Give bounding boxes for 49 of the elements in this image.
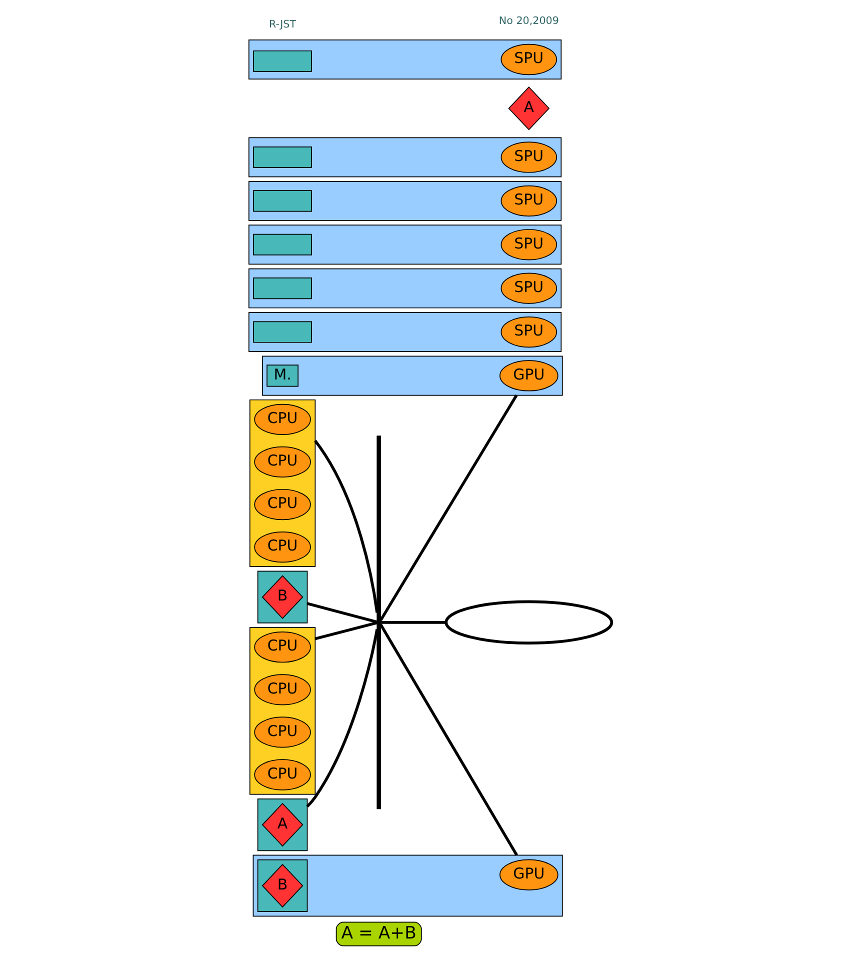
node-box: A = A+B xyxy=(336,922,422,946)
connector xyxy=(314,440,379,613)
node-ellipse: SPU xyxy=(500,316,558,348)
node-box xyxy=(253,234,312,256)
node-ellipse: CPU xyxy=(254,488,311,520)
connector xyxy=(379,624,518,856)
connector xyxy=(306,602,378,624)
node-diamond: A xyxy=(508,86,550,130)
node-ellipse: CPU xyxy=(254,532,311,563)
node-ellipse: CPU xyxy=(254,674,311,706)
cluster xyxy=(248,224,562,265)
node-ellipse xyxy=(444,600,614,645)
node-diamond: B xyxy=(262,575,304,619)
cluster xyxy=(248,180,562,221)
node-box xyxy=(253,321,312,343)
connector xyxy=(379,394,518,622)
node-diamond: B xyxy=(262,864,304,908)
node-ellipse: CPU xyxy=(254,759,311,790)
cluster xyxy=(262,356,563,396)
node-box: M. xyxy=(266,364,298,387)
node-box xyxy=(253,190,312,212)
connector xyxy=(380,620,446,624)
cluster xyxy=(248,137,562,178)
cluster xyxy=(249,399,316,568)
node-ellipse: CPU xyxy=(254,404,311,435)
connector xyxy=(314,621,378,640)
cluster xyxy=(248,40,562,80)
cluster xyxy=(248,312,562,352)
connector xyxy=(306,629,378,808)
label: No 20,2009 xyxy=(498,15,559,28)
node-ellipse: GPU xyxy=(500,360,558,392)
node-box xyxy=(253,50,312,72)
node-ellipse: CPU xyxy=(254,446,311,478)
node-box xyxy=(253,278,312,300)
node-ellipse: SPU xyxy=(500,272,558,304)
node-diamond: A xyxy=(262,802,304,847)
node-bar xyxy=(376,436,381,810)
node-box xyxy=(253,146,312,168)
node-ellipse: SPU xyxy=(500,185,558,216)
node-ellipse: GPU xyxy=(500,859,558,890)
node-ellipse: SPU xyxy=(500,44,558,76)
label: R-JST xyxy=(269,18,296,31)
node-ellipse: SPU xyxy=(500,142,558,173)
node-ellipse: CPU xyxy=(254,632,311,663)
node-ellipse: SPU xyxy=(500,229,558,260)
node-ellipse: CPU xyxy=(254,716,311,748)
cluster xyxy=(249,627,316,795)
cluster xyxy=(248,268,562,308)
cluster xyxy=(252,854,563,917)
